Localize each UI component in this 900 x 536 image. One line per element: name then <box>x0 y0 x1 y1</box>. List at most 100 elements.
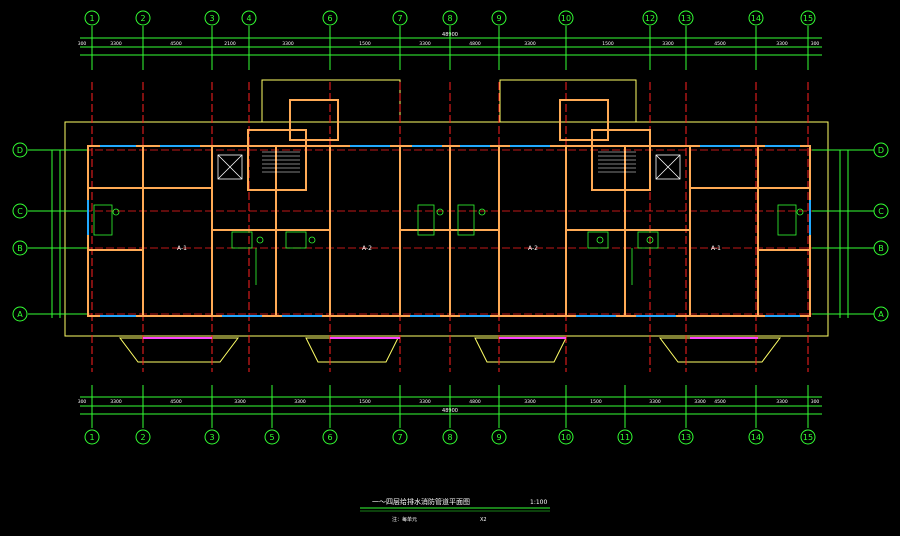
axis-bubble-bottom-5-circle <box>264 429 280 445</box>
dim-bottom-6: 3300 <box>419 399 431 405</box>
dim-top-7: 4800 <box>469 41 481 47</box>
dim-top-4: 3300 <box>282 41 294 47</box>
axis-bubble-bottom-11: 11 <box>620 433 630 442</box>
axis-bubble-bottom-10-circle <box>558 429 574 445</box>
dim-top-12: 3300 <box>776 41 788 47</box>
axis-bubble-left-A-circle <box>12 306 28 322</box>
drawing-title: 一～四层给排水消防管道平面图 <box>372 497 470 506</box>
axis-bubble-bottom-1: 1 <box>89 433 94 442</box>
axis-bubble-top-1-circle <box>84 10 100 26</box>
dim-bottom-10: 3300 <box>649 399 661 405</box>
axis-bubble-top-8-circle <box>442 10 458 26</box>
walls <box>87 99 811 317</box>
axis-bubble-bottom-7: 7 <box>397 433 402 442</box>
dim-bottom-2: 4500 <box>170 399 182 405</box>
dim-bottom-13: 3300 <box>776 399 788 405</box>
axis-bubble-bottom-8-circle <box>442 429 458 445</box>
axis-bubble-bottom-9: 9 <box>496 433 501 442</box>
dim-bottom-0: 300 <box>78 399 87 405</box>
dim-bottom-3: 3300 <box>234 399 246 405</box>
building-outline <box>64 79 829 363</box>
axis-bubble-top-13-circle <box>678 10 694 26</box>
axis-bubble-top-13: 13 <box>681 14 691 23</box>
axis-bubble-bottom-2-circle <box>135 429 151 445</box>
axis-bubble-bottom-9-circle <box>491 429 507 445</box>
dim-top-11: 4500 <box>714 41 726 47</box>
dim-top-2: 4500 <box>170 41 182 47</box>
axis-bubble-right-A: A <box>878 310 884 319</box>
axis-bubble-left-D: D <box>17 146 23 155</box>
axis-bubble-top-4: 4 <box>246 14 251 23</box>
dim-top-6: 3300 <box>419 41 431 47</box>
axis-bubble-top-6-circle <box>322 10 338 26</box>
axis-bubble-top-8: 8 <box>447 14 452 23</box>
axis-bubble-top-7: 7 <box>397 14 402 23</box>
axis-bubble-bottom-11-circle <box>617 429 633 445</box>
axis-bubble-top-6: 6 <box>327 14 332 23</box>
axis-bubble-top-4-circle <box>241 10 257 26</box>
unit-label-a1-right: A-1 <box>711 245 721 252</box>
axis-bubble-bottom-6: 6 <box>327 433 332 442</box>
unit-label-a2-left: A-2 <box>362 245 372 252</box>
axis-bubble-bottom-13: 13 <box>681 433 691 442</box>
axis-bubble-top-3: 3 <box>209 14 214 23</box>
axis-bubble-top-7-circle <box>392 10 408 26</box>
dim-top-1: 3300 <box>110 41 122 47</box>
axis-bubble-left-B: B <box>17 244 23 253</box>
windows <box>87 145 811 317</box>
axis-bubble-left-A: A <box>17 310 23 319</box>
side-dimensions <box>51 150 849 318</box>
axis-bubble-bottom-10: 10 <box>561 433 571 442</box>
axis-bubble-bottom-1-circle <box>84 429 100 445</box>
axis-bubble-top-15-circle <box>800 10 816 26</box>
axis-bubble-right-D: D <box>878 146 884 155</box>
dim-top-3: 2100 <box>224 41 236 47</box>
dim-top-10: 3300 <box>662 41 674 47</box>
axis-bubble-bottom-3-circle <box>204 429 220 445</box>
axis-bubble-bottom-7-circle <box>392 429 408 445</box>
dim-bottom-9: 1500 <box>590 399 602 405</box>
dim-top-0: 300 <box>78 41 87 47</box>
dim-bottom-7: 4800 <box>469 399 481 405</box>
dim-bottom-5: 1500 <box>359 399 371 405</box>
axis-bubble-bottom-14-circle <box>748 429 764 445</box>
axis-bubble-bottom-13-circle <box>678 429 694 445</box>
dim-bottom-11: 3300 <box>694 399 706 405</box>
axis-bubble-left-D-circle <box>12 142 28 158</box>
axis-bubble-top-14: 14 <box>751 14 761 23</box>
axis-bubble-top-12-circle <box>642 10 658 26</box>
dimension-labels-bottom: 300 3300 4500 3300 3300 1500 3300 4800 3300 1500 3… <box>78 399 820 405</box>
axis-bubble-right-C: C <box>878 207 884 216</box>
axis-bubble-right-A-circle <box>873 306 889 322</box>
drawing-note-tail: X2 <box>480 517 487 523</box>
axis-bubble-right-B: B <box>878 244 884 253</box>
axis-bubble-bottom-15: 15 <box>803 433 813 442</box>
axis-bubble-bottom-3: 3 <box>209 433 214 442</box>
axis-bubble-top-2-circle <box>135 10 151 26</box>
axis-bubble-bottom-14: 14 <box>751 433 761 442</box>
dim-bottom-12: 4500 <box>714 399 726 405</box>
axis-bubble-right-C-circle <box>873 203 889 219</box>
axis-bubble-bottom-2: 2 <box>140 433 145 442</box>
dim-bottom-4: 3300 <box>294 399 306 405</box>
dim-top-8: 3300 <box>524 41 536 47</box>
dim-bottom-1: 3300 <box>110 399 122 405</box>
axis-bubble-top-10-circle <box>558 10 574 26</box>
dim-top-13: 300 <box>811 41 820 47</box>
axis-bubble-right-B-circle <box>873 240 889 256</box>
dim-bottom-8: 3300 <box>524 399 536 405</box>
axis-bubble-top-2: 2 <box>140 14 145 23</box>
title-block: 一～四层给排水消防管道平面图 1:100 注：每单元 X2 <box>360 497 550 523</box>
plumbing-fixtures <box>93 204 804 285</box>
axis-bubble-top-9: 9 <box>496 14 501 23</box>
dim-bottom-14: 300 <box>811 399 820 405</box>
axis-bubble-right-D-circle <box>873 142 889 158</box>
bottom-dimension-chain <box>80 396 822 415</box>
axis-bubble-top-3-circle <box>204 10 220 26</box>
axis-bubble-left-B-circle <box>12 240 28 256</box>
